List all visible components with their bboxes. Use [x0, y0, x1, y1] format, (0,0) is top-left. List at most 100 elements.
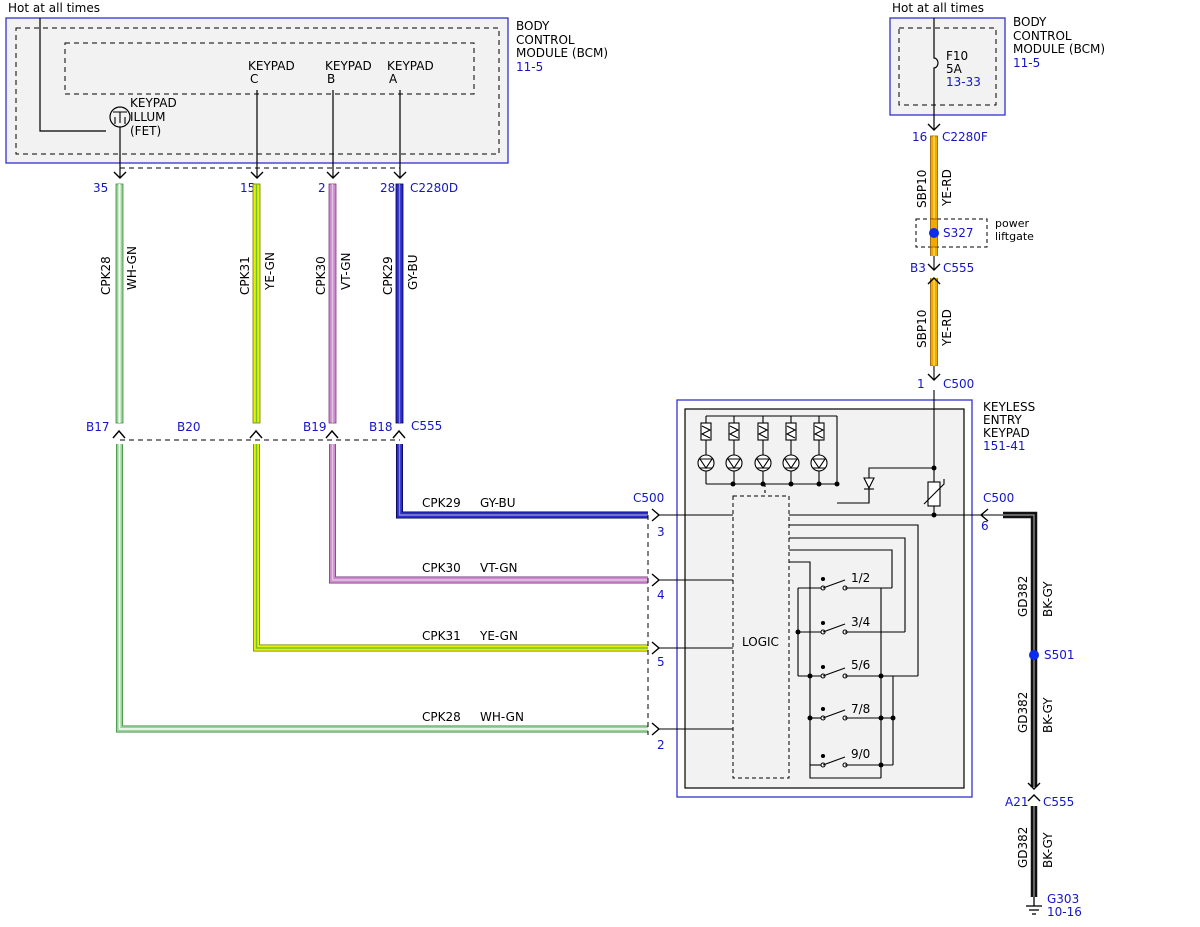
c555-ground-arrow-in [1027, 782, 1041, 790]
c500-ground-arrow [979, 508, 989, 522]
c500-ground-label: C500 [983, 491, 1014, 505]
fuse-ref: 13-33 [946, 75, 981, 89]
left-bcm-title-1: BODY [516, 19, 550, 33]
ground-symbol-icon [1026, 897, 1042, 915]
keypad-title-1: KEYLESS [983, 400, 1035, 414]
keypad-ref: 151-41 [983, 439, 1026, 453]
right-hot-label: Hot at all times [892, 1, 984, 15]
c500-pin-5: 5 [657, 655, 665, 669]
switch-1-2 [798, 576, 892, 591]
switch-3-4 [798, 620, 905, 635]
switch-label-7-8: 7/8 [851, 702, 870, 716]
v-cpk30-color: VT-GN [339, 253, 353, 290]
c555-ground-label: C555 [1043, 795, 1074, 809]
diode-icon [837, 467, 934, 504]
pin-28: 28 [380, 181, 395, 195]
led-array [697, 415, 838, 496]
keypad-a-label-2: A [389, 72, 398, 86]
keyless-entry-keypad: KEYLESS ENTRY KEYPAD 151-41 LOGIC [659, 390, 1035, 798]
horizontal-wires [116, 444, 648, 733]
junction-dots [730, 465, 937, 768]
right-bcm-module: Hot at all times F10 5A 13-33 BODY CONTR… [889, 1, 1105, 130]
gd382-1-circuit: GD382 [1016, 576, 1030, 617]
right-bcm-title-1: BODY [1013, 15, 1047, 29]
s327-splice-box [915, 218, 988, 248]
c500-left-label: C500 [633, 491, 664, 505]
fet-symbol-lines [113, 111, 127, 124]
keypad-outer-border [676, 399, 973, 798]
h-cpk30-color: VT-GN [480, 561, 517, 575]
right-bcm-title-3: MODULE (BCM) [1013, 42, 1105, 56]
c555-pin-b17: B17 [86, 420, 110, 434]
right-bcm-inner-dashed [898, 27, 997, 106]
wire-cpk28-lower [116, 444, 648, 732]
illum-label-2: ILLUM [130, 110, 165, 124]
keypad-a-label-1: KEYPAD [387, 59, 434, 73]
s327-note-1: power [995, 217, 1029, 230]
v-cpk30-circuit: CPK30 [314, 256, 328, 295]
c2280d-arrows [113, 171, 407, 179]
left-bcm-ref: 11-5 [516, 60, 543, 74]
c500-power-label: C500 [943, 377, 974, 391]
gd382-2-circuit: GD382 [1016, 692, 1030, 733]
c555-pin-b19: B19 [303, 420, 327, 434]
c555-pin-b20: B20 [177, 420, 201, 434]
c500-pin-2: 2 [657, 738, 665, 752]
gd382-2-color: BK-GY [1041, 697, 1055, 733]
switch-label-9-0: 9/0 [851, 747, 870, 761]
c2280f-arrow [927, 123, 941, 131]
h-cpk28-circuit: CPK28 [422, 710, 461, 724]
c500-power-arrow [927, 373, 941, 381]
led-column-5 [810, 416, 828, 484]
gd382-3-color: BK-GY [1041, 832, 1055, 868]
c555-power-arrow-out [927, 277, 941, 285]
led-column-3 [754, 416, 772, 484]
sbp10-upper-circuit: SBP10 [915, 170, 929, 208]
s327-note-2: liftgate [995, 230, 1034, 243]
switch-matrix [789, 524, 919, 779]
h-cpk28-color: WH-GN [480, 710, 524, 724]
pin-2: 2 [318, 181, 326, 195]
vertical-wire-labels: CPK28 WH-GN CPK31 YE-GN CPK30 VT-GN CPK2… [99, 246, 420, 295]
g303-label: G303 [1047, 892, 1079, 906]
left-bcm-keypad-dashed [64, 42, 475, 95]
right-bcm-border [889, 17, 1006, 116]
led-column-2 [725, 416, 743, 484]
c555-power-pin: B3 [910, 261, 926, 275]
wire-gd382-upper [1003, 511, 1038, 787]
c500-power-pin: 1 [917, 377, 925, 391]
c555-ground-pin: A21 [1005, 795, 1028, 809]
keypad-title-2: ENTRY [983, 413, 1022, 427]
right-bcm-ref: 11-5 [1013, 56, 1040, 70]
keypad-b-label-2: B [327, 72, 335, 86]
sbp10-lower-color: YE-RD [940, 309, 954, 347]
vertical-wires [115, 183, 404, 424]
led-column-1 [697, 416, 715, 484]
power-feed-wire: S327 power liftgate SBP10 YE-RD SBP10 YE… [910, 135, 1034, 391]
c555-left-label: C555 [411, 419, 442, 433]
c500-left-arrows [651, 508, 661, 736]
left-bcm-title-3: MODULE (BCM) [516, 46, 608, 60]
keypad-b-label-1: KEYPAD [325, 59, 372, 73]
v-cpk28-color: WH-GN [125, 246, 139, 290]
h-cpk31-circuit: CPK31 [422, 629, 461, 643]
s501-label: S501 [1044, 648, 1075, 662]
gd382-1-color: BK-GY [1041, 581, 1055, 617]
h-cpk29-circuit: CPK29 [422, 496, 461, 510]
s327-splice-dot [929, 228, 939, 238]
switch-labels: 1/2 3/4 5/6 7/8 9/0 [851, 571, 870, 761]
h-cpk29-color: GY-BU [480, 496, 516, 510]
c555-left-arrows [112, 429, 406, 439]
left-bcm-module: Hot at all times KEYPAD ILLUM (FET) KEYP… [5, 1, 608, 164]
c500-pin-3: 3 [657, 525, 665, 539]
g303-ref: 10-16 [1047, 905, 1082, 919]
c555-power-label: C555 [943, 261, 974, 275]
c2280f-pin: 16 [912, 130, 927, 144]
illum-label-1: KEYPAD [130, 96, 177, 110]
led-column-4 [782, 416, 800, 484]
c500-pin-4: 4 [657, 588, 665, 602]
logic-label: LOGIC [742, 635, 779, 649]
horizontal-wire-labels: CPK29 GY-BU CPK30 VT-GN CPK31 YE-GN CPK2… [422, 496, 524, 724]
left-bcm-internal-lines [119, 90, 401, 178]
